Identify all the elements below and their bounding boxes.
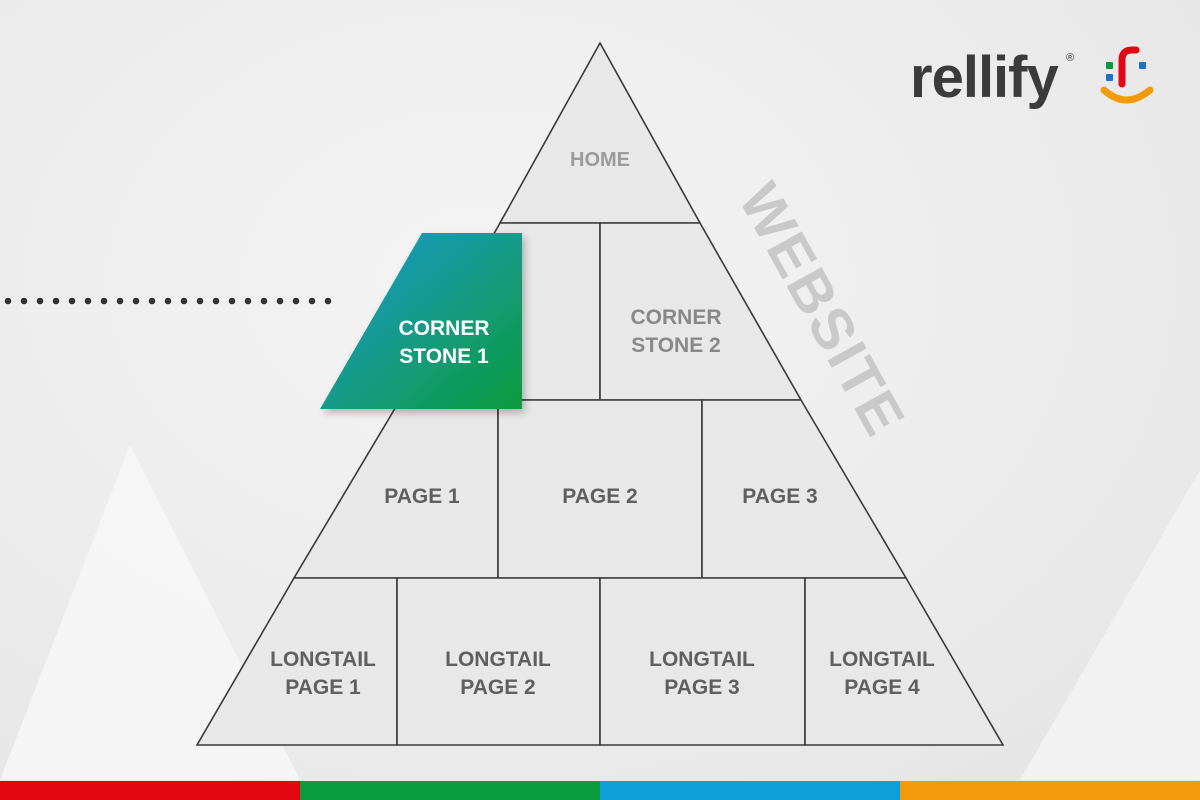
node-page-1: PAGE 1: [384, 485, 460, 508]
node-longtail-3-line1: LONGTAIL: [649, 648, 755, 671]
dotted-connector-line: [4, 297, 332, 305]
node-longtail-3: LONGTAIL PAGE 3: [649, 646, 755, 702]
node-page-3: PAGE 3: [742, 485, 818, 508]
node-longtail-2: LONGTAIL PAGE 2: [445, 646, 551, 702]
node-page-2: PAGE 2: [562, 485, 638, 508]
pyramid-longtail4-cell: [804, 577, 1005, 746]
color-bar-orange: [900, 781, 1200, 800]
node-corner-stone-1: CORNER STONE 1: [398, 315, 489, 371]
brand-color-bar: [0, 781, 1200, 800]
node-longtail-4-line2: PAGE 4: [844, 676, 920, 699]
registered-mark: ®: [1066, 52, 1075, 64]
node-longtail-4-line1: LONGTAIL: [829, 648, 935, 671]
node-longtail-1-line2: PAGE 1: [285, 676, 361, 699]
node-longtail-3-line2: PAGE 3: [664, 676, 740, 699]
color-bar-red: [0, 781, 300, 800]
node-corner-stone-2: CORNER STONE 2: [630, 304, 721, 360]
node-corner-stone-2-line2: STONE 2: [631, 334, 721, 357]
node-corner-stone-1-line1: CORNER: [398, 317, 490, 340]
node-longtail-1: LONGTAIL PAGE 1: [270, 646, 376, 702]
node-longtail-2-line2: PAGE 2: [460, 676, 536, 699]
pyramid-home-cell: [498, 41, 702, 224]
color-bar-blue: [600, 781, 900, 800]
node-corner-stone-1-line2: STONE 1: [399, 345, 489, 368]
node-longtail-1-line1: LONGTAIL: [270, 648, 376, 671]
brand-wordmark: rellify: [910, 45, 1059, 110]
corner-stone-1-highlight: [320, 233, 522, 409]
node-longtail-4: LONGTAIL PAGE 4: [829, 646, 935, 702]
node-corner-stone-2-line1: CORNER: [630, 306, 722, 329]
node-longtail-2-line1: LONGTAIL: [445, 648, 551, 671]
smiley-logo-icon: [1100, 46, 1154, 104]
color-bar-green: [300, 781, 600, 800]
node-home: HOME: [570, 149, 630, 171]
rellify-logo: rellify ®: [908, 38, 1168, 128]
